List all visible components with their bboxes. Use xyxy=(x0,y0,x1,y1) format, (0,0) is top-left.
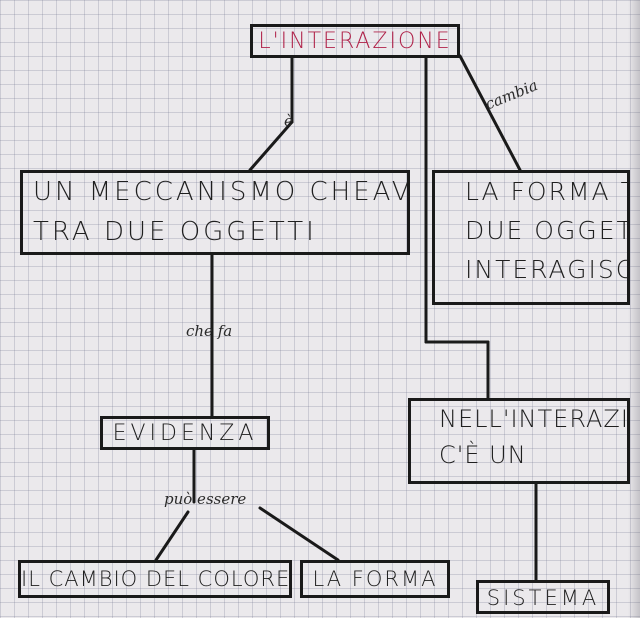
node-evidenza-label: EVIDENZA xyxy=(112,421,258,446)
node-forma-tra-line1: LA FORMA TRA xyxy=(465,177,627,206)
node-sistema-label: SISTEMA xyxy=(486,586,600,610)
edge-split-forma xyxy=(258,506,340,562)
edge-root-forma xyxy=(458,54,522,172)
node-evidenza: EVIDENZA xyxy=(100,416,270,450)
node-meccanismo-line1: UN MECCANISMO CHEAVVIENE xyxy=(33,177,410,207)
link-label-puo-essere: può essere xyxy=(164,490,247,508)
node-meccanismo: UN MECCANISMO CHEAVVIENE TRA DUE OGGETTI xyxy=(20,170,410,255)
node-cambio-colore: IL CAMBIO DEL COLORE xyxy=(18,560,292,598)
node-la-forma: LA FORMA xyxy=(300,560,450,598)
node-forma-tra-line3: INTERAGISCONO xyxy=(465,255,627,284)
edge-split-cambio xyxy=(154,510,190,562)
link-label-che-fa: che fa xyxy=(186,322,233,340)
node-nell-line1: NELL'INTERAZIONE xyxy=(439,405,629,433)
page-edge-shadow xyxy=(628,0,640,618)
node-forma-tra-line2: DUE OGGETTI CHE xyxy=(465,216,630,245)
node-sistema: SISTEMA xyxy=(476,580,610,614)
node-nell-line2: C'È UN xyxy=(439,441,527,469)
node-la-forma-label: LA FORMA xyxy=(312,567,438,591)
node-forma-tra: LA FORMA TRA DUE OGGETTI CHE INTERAGISCO… xyxy=(432,170,630,305)
node-cambio-colore-label: IL CAMBIO DEL COLORE xyxy=(21,567,291,591)
node-root: L'INTERAZIONE xyxy=(250,24,460,58)
node-root-label: L'INTERAZIONE xyxy=(258,29,452,54)
node-meccanismo-line2: TRA DUE OGGETTI xyxy=(33,217,317,247)
node-nell-interazione: NELL'INTERAZIONE C'È UN xyxy=(408,398,630,484)
edge-root-meccanismo-b xyxy=(248,120,294,172)
link-label-e: è xyxy=(284,112,293,130)
